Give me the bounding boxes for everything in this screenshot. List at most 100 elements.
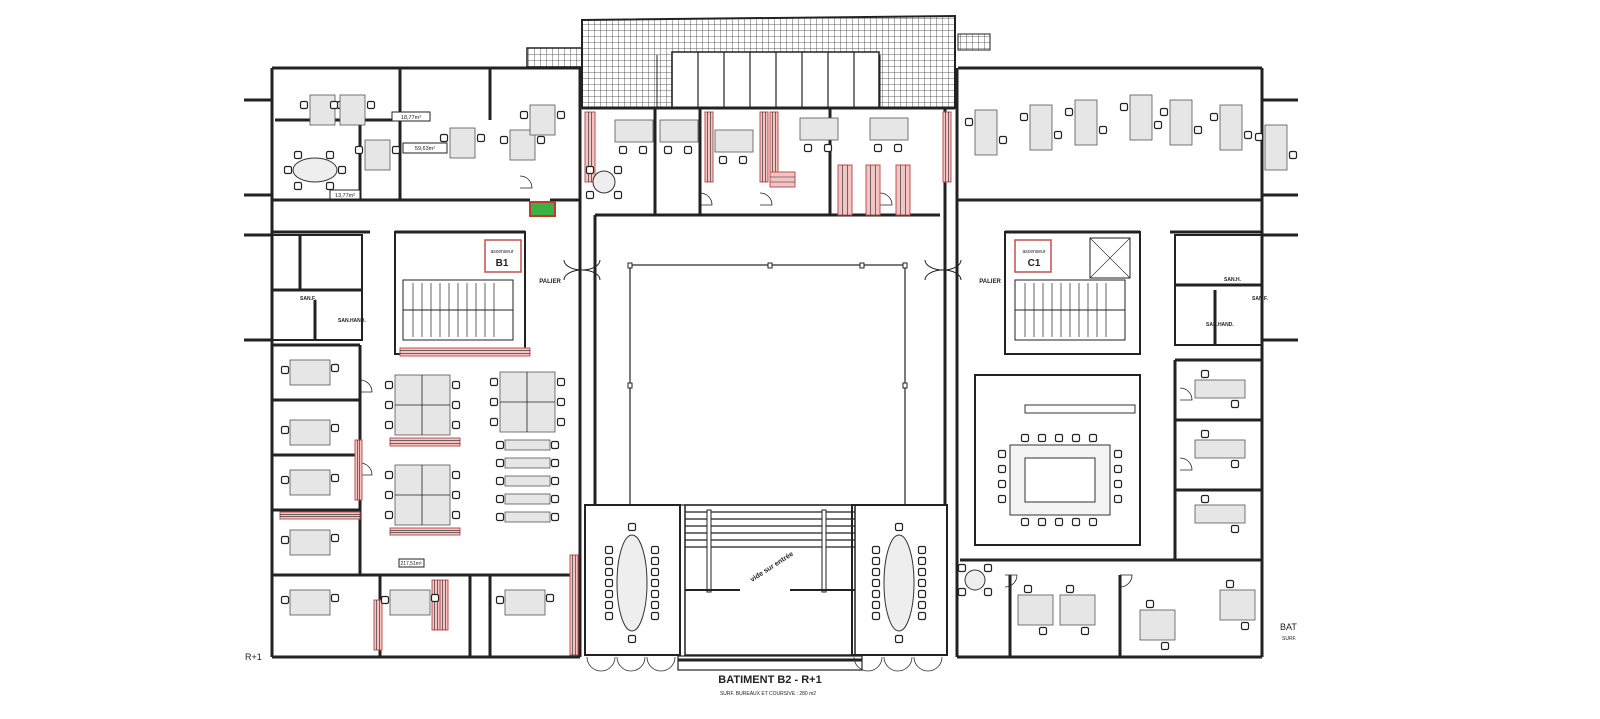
desk xyxy=(509,129,536,161)
door xyxy=(883,656,913,672)
desk xyxy=(1194,439,1246,459)
chair xyxy=(871,600,881,610)
chair xyxy=(1200,429,1210,439)
door xyxy=(699,192,713,206)
door xyxy=(913,656,943,672)
plan-title: BATIMENT B2 - R+1 xyxy=(718,674,821,686)
chair xyxy=(1113,464,1123,474)
chair xyxy=(451,470,461,480)
desk xyxy=(974,109,998,156)
chair xyxy=(280,475,290,485)
storage-cabinet xyxy=(439,579,449,631)
door xyxy=(853,656,883,672)
column xyxy=(767,262,773,269)
cabinet xyxy=(569,554,579,656)
chair xyxy=(1113,479,1123,489)
cabinet xyxy=(942,111,952,183)
chair xyxy=(1113,449,1123,459)
door xyxy=(586,656,616,672)
desk xyxy=(289,469,331,496)
chair xyxy=(1020,517,1030,527)
room-area-label: 13,77m² xyxy=(335,193,355,199)
meeting-room xyxy=(584,504,681,656)
chair xyxy=(917,578,927,588)
chair xyxy=(823,143,833,153)
chair xyxy=(1243,130,1253,140)
storage-cabinet xyxy=(942,111,952,183)
cabinet xyxy=(769,171,796,188)
desk xyxy=(1129,94,1153,141)
wc-label: SAN.HAND. xyxy=(338,318,366,324)
chair xyxy=(604,611,614,621)
void-label: vide sur entrée xyxy=(749,551,795,584)
chair xyxy=(1200,494,1210,504)
chair xyxy=(1200,369,1210,379)
chair xyxy=(638,145,648,155)
chair xyxy=(495,595,505,605)
chair xyxy=(1080,626,1090,636)
room-area-label: 217,51m² xyxy=(400,561,421,567)
chair xyxy=(451,400,461,410)
chair xyxy=(299,100,309,110)
entrance-stair xyxy=(684,504,856,656)
atrium-void xyxy=(629,264,906,506)
chair xyxy=(495,440,505,450)
cabinet xyxy=(759,111,769,183)
shaft-x xyxy=(1089,237,1131,279)
round-table xyxy=(592,170,616,194)
chair xyxy=(1230,399,1240,409)
chair xyxy=(1071,517,1081,527)
chair xyxy=(550,476,560,486)
column xyxy=(627,382,633,389)
chair xyxy=(618,145,628,155)
storage-cabinet xyxy=(389,437,461,447)
chair xyxy=(384,470,394,480)
chair xyxy=(1098,125,1108,135)
desk xyxy=(289,419,331,446)
desk xyxy=(289,529,331,556)
chair xyxy=(380,595,390,605)
chair xyxy=(627,634,637,644)
chair xyxy=(451,490,461,500)
storage-cabinet xyxy=(865,164,881,216)
chair xyxy=(1038,626,1048,636)
chair xyxy=(650,545,660,555)
desk xyxy=(614,119,654,143)
meeting-table xyxy=(292,157,338,183)
chair xyxy=(337,165,347,175)
chair xyxy=(280,535,290,545)
chair xyxy=(391,145,401,155)
desk xyxy=(714,129,754,153)
chair xyxy=(384,490,394,500)
chair xyxy=(1023,584,1033,594)
chair xyxy=(604,556,614,566)
chair xyxy=(556,110,566,120)
desk xyxy=(1029,104,1053,151)
desk xyxy=(869,117,909,141)
chair xyxy=(871,567,881,577)
chair xyxy=(451,420,461,430)
chair xyxy=(997,479,1007,489)
chair xyxy=(1113,494,1123,504)
chair xyxy=(1160,641,1170,651)
chair xyxy=(585,190,595,200)
chair xyxy=(627,522,637,532)
chair xyxy=(1037,517,1047,527)
chair xyxy=(604,567,614,577)
cabinet xyxy=(373,599,383,651)
roof-hatch xyxy=(526,47,583,69)
desk xyxy=(1194,379,1246,399)
storage-cabinet xyxy=(431,579,441,631)
chair xyxy=(476,133,486,143)
stair-b1-label: B1 xyxy=(496,258,509,269)
chair xyxy=(1230,524,1240,534)
chair xyxy=(613,165,623,175)
chair xyxy=(550,458,560,468)
chair xyxy=(997,464,1007,474)
chair xyxy=(366,100,376,110)
cabinet xyxy=(865,164,881,216)
chair xyxy=(917,556,927,566)
storage-cabinet xyxy=(389,527,461,536)
chair xyxy=(1019,112,1029,122)
furniture xyxy=(279,94,1298,656)
